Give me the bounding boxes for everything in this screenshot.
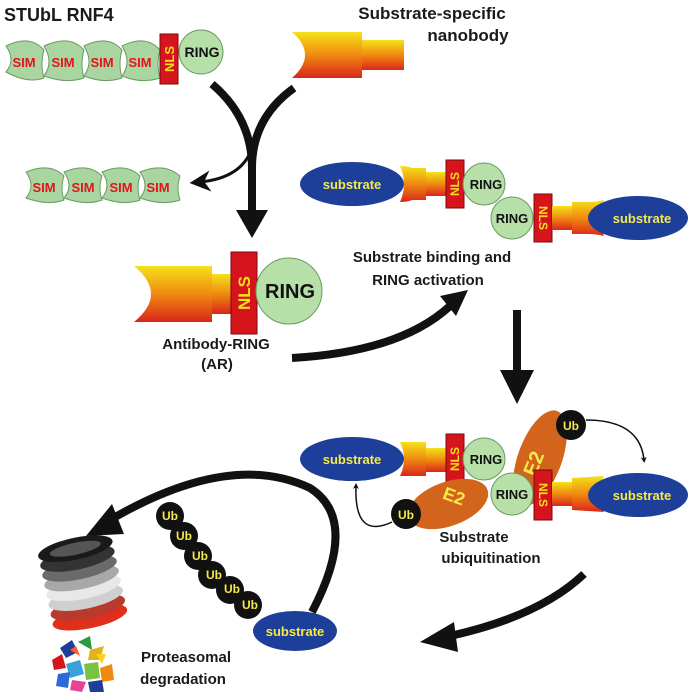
- svg-text:SIM: SIM: [71, 180, 94, 195]
- svg-text:SIM: SIM: [128, 55, 151, 70]
- svg-text:SIM: SIM: [146, 180, 169, 195]
- substrate: [300, 162, 404, 206]
- svg-text:NLS: NLS: [162, 46, 177, 72]
- ubiquitin: [234, 591, 262, 619]
- sim-domain: SIM: [101, 167, 141, 204]
- degradation-caption-line2: degradation: [140, 671, 226, 688]
- ubiquitin: [391, 499, 421, 529]
- ubiquitination-caption-line1: Substrate: [439, 529, 508, 546]
- ar-ring: [255, 257, 323, 325]
- svg-text:substrate: substrate: [323, 177, 382, 192]
- arrow-to-binding: [291, 290, 468, 362]
- svg-text:Ub: Ub: [162, 509, 178, 523]
- fusion-arrow: [189, 80, 297, 238]
- svg-text:Ub: Ub: [224, 582, 240, 596]
- svg-text:Ub: Ub: [192, 549, 208, 563]
- sim-domain: SIM: [121, 40, 161, 82]
- svg-text:NLS: NLS: [448, 172, 462, 196]
- svg-text:substrate: substrate: [323, 452, 382, 467]
- svg-text:substrate: substrate: [266, 624, 325, 639]
- svg-text:Ub: Ub: [563, 419, 579, 433]
- svg-text:NLS: NLS: [536, 483, 550, 507]
- svg-text:RING: RING: [496, 487, 529, 502]
- rnf4-ring: RING: [178, 29, 224, 75]
- svg-text:RING: RING: [496, 211, 529, 226]
- svg-text:Ub: Ub: [398, 508, 414, 522]
- sim-domain: SIM: [63, 167, 103, 204]
- svg-text:RING: RING: [265, 281, 315, 303]
- rnf4-sim-domains: SIM SIM SIM SIM: [5, 40, 161, 82]
- ring: [490, 472, 534, 516]
- svg-text:substrate: substrate: [613, 488, 672, 503]
- antibody-ring-construct: NLS RING: [134, 251, 323, 335]
- svg-text:RING: RING: [470, 452, 503, 467]
- arrow-to-ubiquitination: [500, 310, 534, 404]
- substrate: [253, 611, 337, 651]
- svg-text:SIM: SIM: [51, 55, 74, 70]
- ar-nls: [230, 251, 258, 335]
- svg-text:SIM: SIM: [12, 55, 35, 70]
- nanobody-title-line1: Substrate-specific: [358, 4, 505, 23]
- svg-text:Ub: Ub: [242, 598, 258, 612]
- e2-enzyme: [407, 478, 489, 530]
- ubiquitination-complex: E2 substrate NLS RING E2 RING NLS substr…: [300, 410, 688, 530]
- released-sim-domains: SIM SIM SIM SIM: [25, 167, 181, 204]
- substrate: [588, 473, 688, 517]
- nanobody: [292, 32, 404, 78]
- svg-text:RING: RING: [185, 44, 220, 60]
- polyubiquitinated-substrate: substrate Ub Ub Ub Ub Ub Ub: [156, 502, 337, 651]
- svg-text:NLS: NLS: [235, 276, 254, 310]
- arrow-to-polyubiquitinated: [420, 571, 587, 652]
- substrate: [300, 437, 404, 481]
- rnf4-nls: NLS: [159, 33, 179, 85]
- svg-text:SIM: SIM: [109, 180, 132, 195]
- svg-text:NLS: NLS: [536, 206, 550, 230]
- nanobody-title-line2: nanobody: [427, 26, 509, 45]
- proteasome: [38, 535, 128, 631]
- peptide-fragments: [52, 636, 114, 692]
- ubiquitin-chain: Ub Ub Ub Ub Ub Ub: [156, 502, 262, 619]
- substrate: [588, 196, 688, 240]
- antibody-ring-caption-line2: (AR): [201, 356, 233, 373]
- ring: [490, 196, 534, 240]
- svg-text:substrate: substrate: [613, 211, 672, 226]
- ring: [462, 437, 506, 481]
- sim-domain: SIM: [139, 167, 181, 204]
- svg-text:SIM: SIM: [32, 180, 55, 195]
- sim-domain: SIM: [25, 167, 65, 204]
- svg-text:Ub: Ub: [206, 568, 222, 582]
- arrow-to-proteasome: [86, 470, 340, 614]
- sim-domain: SIM: [5, 40, 45, 81]
- sim-domain: SIM: [83, 40, 123, 82]
- sim-domain: SIM: [43, 40, 85, 82]
- svg-text:Ub: Ub: [176, 529, 192, 543]
- substrate-bound-ar-upper: substrate NLS RING: [300, 159, 506, 209]
- ubiquitin: [156, 502, 184, 530]
- substrate-bound-ar-lower: RING NLS substrate: [490, 193, 688, 243]
- ubiquitin: [170, 522, 198, 550]
- binding-caption-line1: Substrate binding and: [353, 249, 511, 266]
- svg-text:NLS: NLS: [448, 447, 462, 471]
- binding-caption-line2: RING activation: [372, 272, 484, 289]
- ubiquitin: [556, 410, 586, 440]
- svg-text:RING: RING: [470, 177, 503, 192]
- ubiquitination-caption-line2: ubiquitination: [441, 550, 540, 567]
- antibody-ring-caption-line1: Antibody-RING: [162, 336, 269, 353]
- stubl-title: STUbL RNF4: [4, 5, 114, 25]
- ring: [462, 162, 506, 206]
- degradation-caption-line1: Proteasomal: [141, 649, 231, 666]
- svg-text:SIM: SIM: [90, 55, 113, 70]
